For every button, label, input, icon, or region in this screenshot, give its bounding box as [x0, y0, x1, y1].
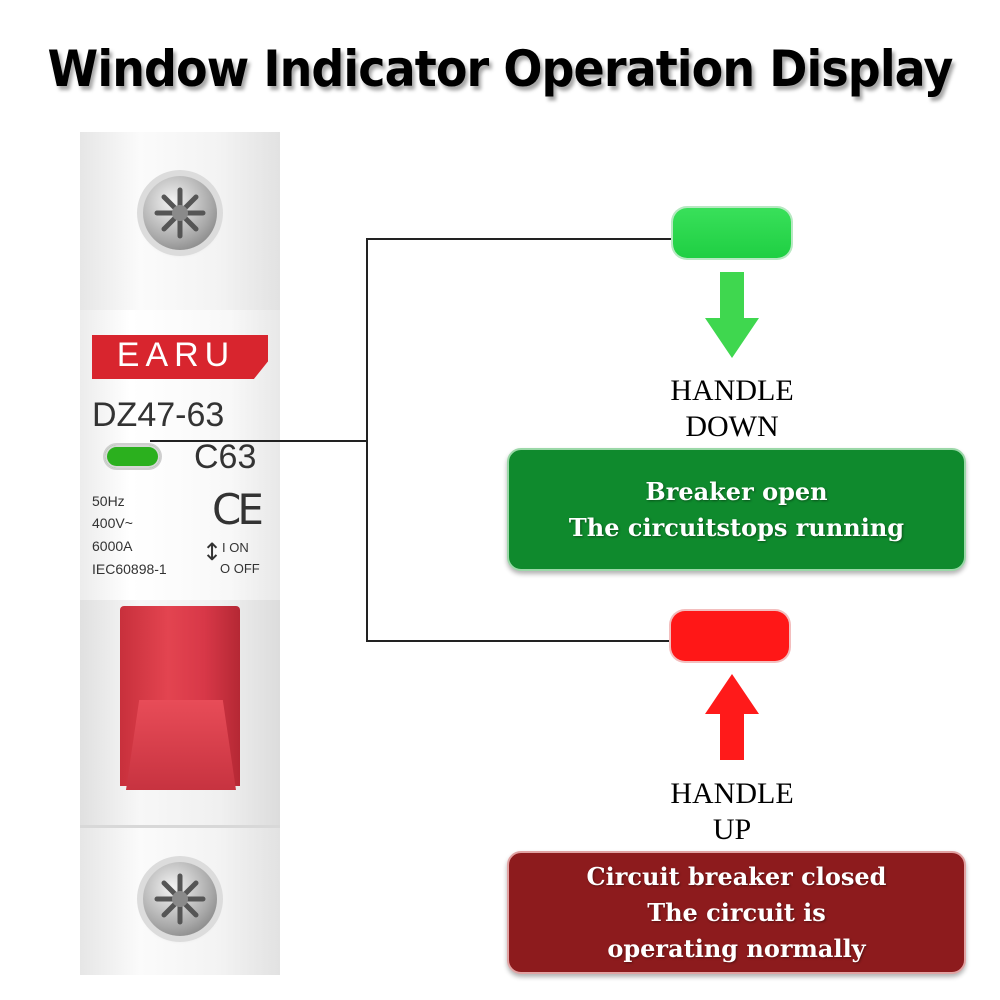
breaker-open-line1: Breaker open — [645, 476, 828, 506]
ce-mark: CE — [212, 485, 264, 534]
handle-up-line2: UP — [712, 813, 752, 846]
connector-to-red — [366, 640, 672, 642]
connector-to-green — [366, 238, 674, 240]
arrow-down-icon — [705, 272, 759, 363]
on-label: I ON — [222, 540, 249, 555]
indicator-window — [105, 445, 160, 468]
connector-line — [150, 440, 367, 442]
spec-frequency: 50Hz — [92, 493, 125, 509]
handle-up-line1: HANDLE — [670, 777, 794, 810]
breaker-closed-line1: Circuit breaker closed — [586, 861, 887, 891]
breaker-open-line2: The circuitstops running — [568, 512, 905, 542]
red-indicator — [671, 611, 789, 661]
brand-band — [92, 335, 268, 379]
arrow-up-icon — [705, 674, 759, 765]
brand-logo: EARU — [116, 336, 236, 374]
breaker-open-box: Breaker open The circuitstops running — [507, 448, 966, 571]
top-screw-icon — [143, 176, 217, 250]
breaker-closed-line2: The circuit is — [647, 897, 826, 927]
breaker-closed-box: Circuit breaker closed The circuit is op… — [507, 851, 966, 974]
spec-standard: IEC60898-1 — [92, 561, 167, 577]
up-down-arrow-icon: ↕ — [202, 538, 223, 566]
spec-breaking-capacity: 6000A — [92, 538, 133, 554]
model-number: DZ47-63 — [92, 396, 225, 434]
spec-voltage: 400V~ — [92, 515, 133, 531]
toggle-handle-lip — [126, 700, 236, 790]
page-title: Window Indicator Operation Display — [47, 40, 954, 98]
breaker-closed-line3: operating normally — [607, 933, 866, 963]
connector-trunk — [366, 238, 368, 641]
current-rating: C63 — [194, 438, 257, 476]
handle-down-line1: HANDLE — [670, 374, 794, 407]
handle-down-line2: DOWN — [685, 410, 779, 443]
green-indicator — [673, 208, 791, 258]
off-label: O OFF — [220, 561, 260, 576]
bottom-screw-icon — [143, 862, 217, 936]
